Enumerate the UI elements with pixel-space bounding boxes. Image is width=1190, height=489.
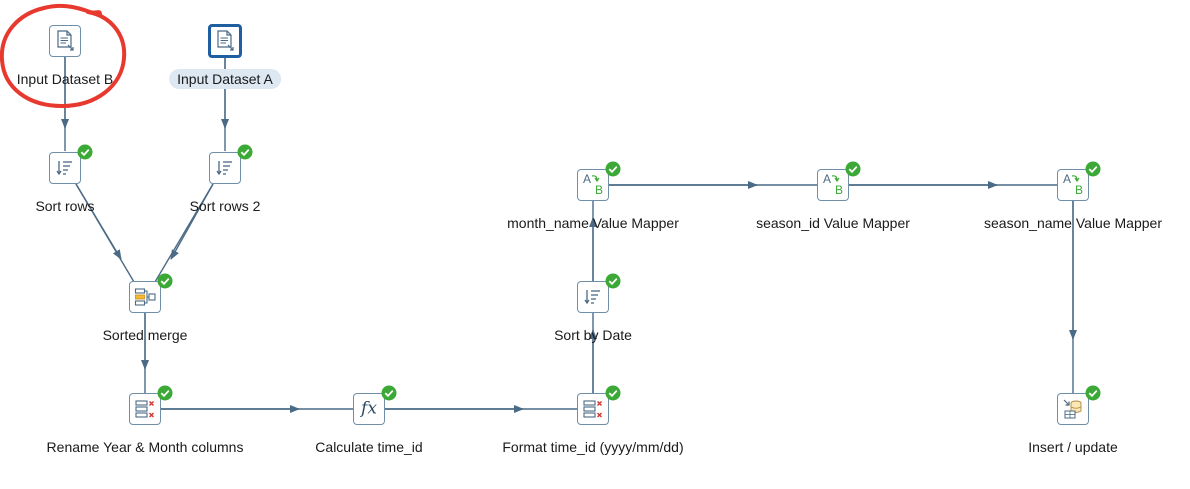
step-label: Sort rows [35,198,95,214]
merge-icon[interactable] [129,281,161,313]
success-check-icon [157,273,173,289]
text-file-input-icon[interactable] [49,25,81,57]
success-check-icon [1085,385,1101,401]
step-label: Format time_id (yyyy/mm/dd) [502,439,684,455]
formula-icon[interactable]: fx [353,393,385,425]
sort-icon[interactable] [49,152,81,184]
success-check-icon [157,385,173,401]
step-label: Insert / update [1028,439,1118,455]
step-label: season_id Value Mapper [756,215,910,231]
select-values-icon[interactable] [577,393,609,425]
mapper-glyph-a: A [823,172,832,186]
select-values-icon[interactable] [129,393,161,425]
success-check-icon [237,144,253,160]
sort-icon[interactable] [209,152,241,184]
step-label: season_name Value Mapper [984,215,1162,231]
success-check-icon [1085,161,1101,177]
success-check-icon [381,385,397,401]
insert-update-icon[interactable] [1057,393,1089,425]
step-label: Sorted merge [102,327,188,343]
step-label: Input Dataset A [169,69,281,89]
value-mapper-icon[interactable]: A B [1057,169,1089,201]
step-label: Input Dataset B [16,71,114,87]
step-label: month_name Value Mapper [507,215,679,231]
text-file-input-icon[interactable] [208,24,242,58]
success-check-icon [605,161,621,177]
value-mapper-icon[interactable]: A B [817,169,849,201]
step-label: Rename Year & Month columns [46,439,244,455]
mapper-glyph-a: A [583,172,592,186]
mapper-glyph-b: B [1075,183,1084,197]
mapper-glyph-a: A [1063,172,1072,186]
value-mapper-icon[interactable]: A B [577,169,609,201]
success-check-icon [845,161,861,177]
success-check-icon [77,144,93,160]
step-label: Sort by Date [554,327,632,343]
formula-glyph: fx [361,398,377,419]
step-label: Sort rows 2 [189,198,261,214]
step-label: Calculate time_id [315,439,423,455]
success-check-icon [605,385,621,401]
mapper-glyph-b: B [835,183,844,197]
sort-icon[interactable] [577,281,609,313]
mapper-glyph-b: B [595,183,604,197]
success-check-icon [605,273,621,289]
